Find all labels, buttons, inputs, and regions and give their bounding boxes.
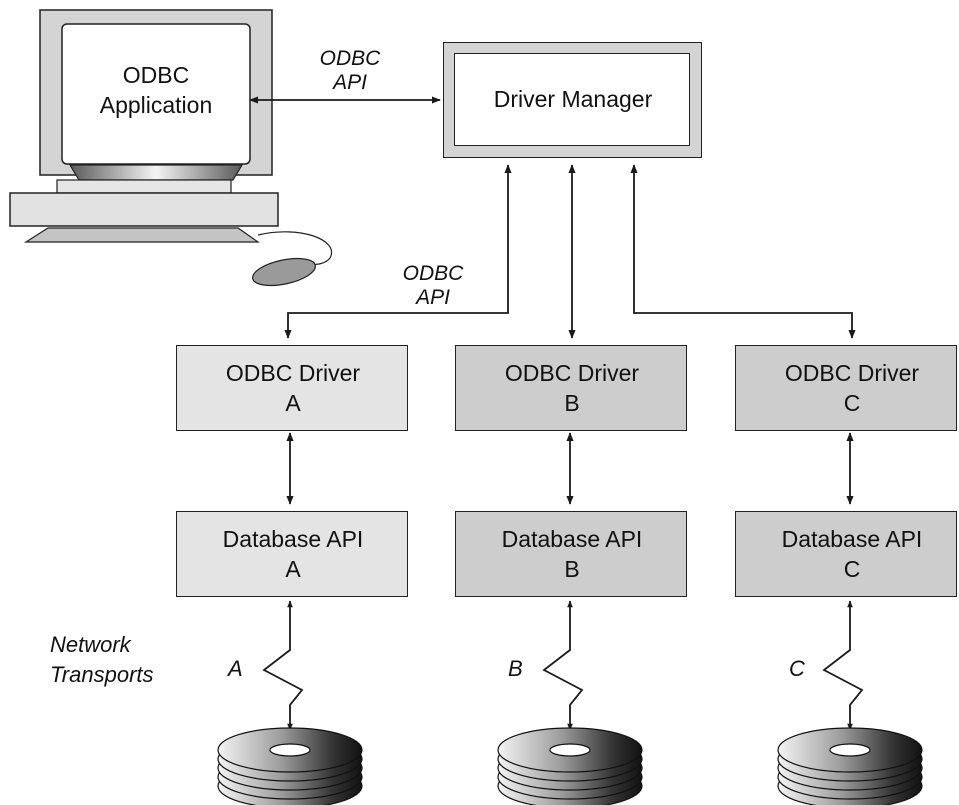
database-api-a-label: Database API A [177, 524, 409, 584]
odbc-driver-b-line1: ODBC Driver [504, 360, 640, 386]
database-api-a-box: Database API A [176, 511, 408, 597]
application-label: ODBC Application [62, 60, 250, 120]
odbc-driver-a-label: ODBC Driver A [177, 358, 409, 418]
disk-spindle [269, 743, 311, 757]
arrow-manager-to-driver-a [284, 164, 512, 339]
disk-spindle [829, 743, 871, 757]
transport-label-b: B [508, 656, 523, 681]
odbc-api-label-top-line1: ODBC [319, 47, 381, 70]
odbc-driver-b-line2: B [564, 390, 580, 416]
disk-spindle [549, 743, 591, 757]
driver-manager-inner: Driver Manager [454, 53, 690, 146]
computer-icon [9, 9, 333, 287]
odbc-api-label-mid-line1: ODBC [402, 262, 464, 285]
odbc-api-label-top: ODBC API [310, 47, 390, 95]
odbc-driver-b-box: ODBC Driver B [455, 345, 687, 431]
database-api-b-box: Database API B [455, 511, 687, 597]
database-api-c-box: Database API C [735, 511, 957, 597]
odbc-driver-a-line1: ODBC Driver [225, 360, 361, 386]
database-c [777, 727, 923, 805]
odbc-driver-c-box: ODBC Driver C [735, 345, 957, 431]
odbc-api-label-top-line2: API [333, 71, 367, 94]
database-api-b-line2: B [564, 556, 580, 582]
network-link-b [542, 600, 584, 731]
network-label-line1: Network [50, 632, 131, 657]
odbc-driver-a-box: ODBC Driver A [176, 345, 408, 431]
network-link-c [822, 600, 864, 731]
connectors [249, 96, 864, 731]
keyboard [23, 227, 260, 243]
odbc-driver-c-line2: C [843, 390, 861, 416]
transport-label-c: C [789, 656, 805, 681]
monitor-base [56, 179, 232, 194]
network-transports-label: Network Transports [50, 630, 154, 690]
odbc-driver-a-line2: A [285, 390, 301, 416]
odbc-api-label-mid-line2: API [416, 286, 450, 309]
application-label-line2: Application [99, 92, 213, 118]
monitor-screen [61, 23, 251, 165]
database-api-b-label: Database API B [456, 524, 688, 584]
driver-manager-label: Driver Manager [493, 86, 653, 112]
mouse-icon [251, 257, 317, 287]
database-api-a-line2: A [285, 556, 301, 582]
database-api-a-line1: Database API [222, 526, 364, 552]
database-api-c-line1: Database API [781, 526, 923, 552]
application-label-line1: ODBC [122, 62, 190, 88]
computer-case [9, 192, 279, 227]
odbc-driver-c-line1: ODBC Driver [784, 360, 920, 386]
database-api-b-line1: Database API [501, 526, 643, 552]
odbc-api-label-mid: ODBC API [393, 262, 473, 310]
database-api-c-label: Database API C [736, 524, 959, 584]
monitor-neck [68, 164, 244, 181]
network-link-a [262, 600, 304, 731]
driver-manager-box: Driver Manager [443, 42, 702, 158]
database-b [497, 727, 643, 805]
odbc-driver-c-label: ODBC Driver C [736, 358, 959, 418]
database-a [217, 727, 363, 805]
arrow-manager-to-driver-c [630, 164, 856, 339]
transport-label-a: A [228, 656, 243, 681]
odbc-driver-b-label: ODBC Driver B [456, 358, 688, 418]
database-api-c-line2: C [843, 556, 861, 582]
network-label-line2: Transports [50, 662, 154, 687]
